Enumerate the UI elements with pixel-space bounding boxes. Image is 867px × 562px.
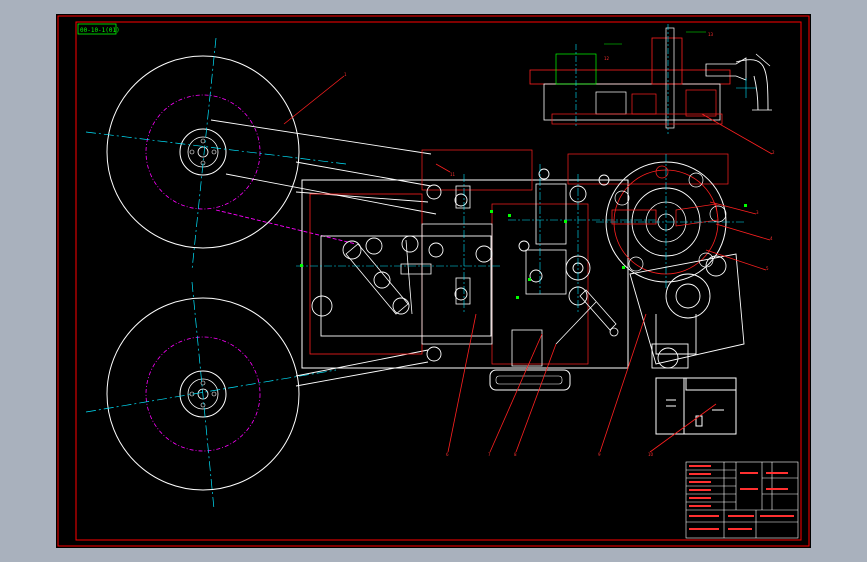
upper-reel [85,37,347,271]
leader-lines [283,75,773,453]
roller-arm [345,183,567,315]
balloon-label: 7 [488,452,491,457]
tape-path [210,119,437,387]
outer-border [57,15,810,547]
motor [655,377,737,435]
balloon-label: 1 [344,72,347,77]
balloon-label: 12 [604,56,610,61]
balloon-label: 4 [770,236,773,241]
balloon-label: 5 [766,266,769,271]
balloon-labels: 1 2 3 4 5 6 7 8 9 10 11 12 13 [344,32,775,457]
title-block-text-marks [689,465,794,530]
mechanical-drawing[interactable]: 00-10-1(01) [56,14,811,548]
dimension-marks [300,204,747,299]
title-block [685,461,799,539]
balloon-label: 8 [514,452,517,457]
top-section-view [529,24,772,134]
lower-reel [85,281,337,510]
balloon-label: 10 [648,452,654,457]
inner-border [75,21,802,541]
balloon-label: 2 [772,150,775,155]
drive-bracket [629,253,745,369]
balloon-label: 13 [708,32,714,37]
balloon-label: 9 [598,452,601,457]
rollers [311,168,610,362]
balloon-label: 11 [450,172,456,177]
drawing-code-box [77,23,117,35]
balloon-label: 3 [756,210,759,215]
rotary-head [596,154,746,290]
balloon-label: 6 [446,452,449,457]
drawing-sheet: 00-10-1(01) [56,14,811,548]
plate-centerlines [296,164,656,314]
guide-arm [555,289,619,345]
drawing-code: 00-10-1(01) [80,27,120,34]
